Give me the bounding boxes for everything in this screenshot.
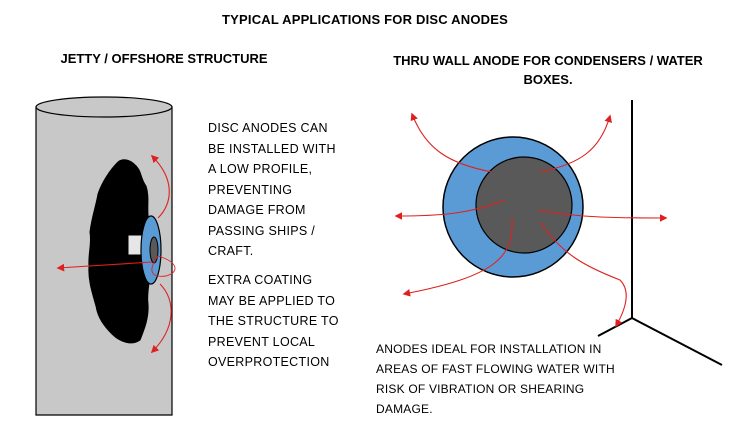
arrow-lower-right bbox=[539, 221, 627, 328]
anode-insert-stub bbox=[127, 234, 143, 256]
thru-wall-anode-front bbox=[442, 136, 584, 278]
note-line: PASSING SHIPS / bbox=[208, 223, 316, 238]
wall-corner-edge bbox=[597, 317, 633, 337]
note-line: OVERPROTECTION bbox=[208, 355, 330, 369]
note-line: A LOW PROFILE, bbox=[208, 162, 313, 176]
water-box-wall bbox=[597, 100, 723, 366]
low-profile-note: DISC ANODES CAN BE INSTALLED WITH A LOW … bbox=[208, 118, 336, 262]
extra-coating-patch bbox=[88, 159, 151, 344]
right-heading-line: THRU WALL ANODE FOR CONDENSERS / WATER bbox=[393, 53, 703, 68]
arrow-left-up bbox=[150, 154, 170, 219]
disc-anode-side bbox=[127, 215, 162, 285]
note-line: RISK OF VIBRATION OR SHEARING bbox=[376, 382, 585, 396]
note-line: DAMAGE FROM bbox=[208, 203, 306, 217]
arrow-upper-left bbox=[410, 112, 493, 173]
arrow-left-down bbox=[150, 283, 172, 354]
left-panel-heading: JETTY / OFFSHORE STRUCTURE bbox=[60, 51, 268, 66]
note-line: DISC ANODES CAN bbox=[208, 121, 328, 135]
arrow-upper-right bbox=[539, 114, 612, 173]
pile-top-ellipse bbox=[35, 96, 173, 118]
wall-floor-edge bbox=[631, 317, 723, 366]
arrow-left-loop bbox=[151, 255, 176, 277]
note-line: AREAS OF FAST FLOWING WATER WITH bbox=[376, 362, 615, 376]
note-line: MAY BE APPLIED TO bbox=[208, 293, 336, 308]
right-panel-heading: THRU WALL ANODE FOR CONDENSERS / WATER B… bbox=[368, 51, 728, 89]
right-heading-line: BOXES. bbox=[523, 72, 573, 87]
anode-core-side bbox=[149, 236, 159, 264]
arrow-left-horizontal bbox=[56, 261, 153, 272]
arrow-lower-left bbox=[402, 217, 513, 297]
note-line: EXTRA COATING bbox=[208, 273, 313, 287]
arrow-right bbox=[537, 209, 668, 222]
current-flow-arrows-left bbox=[56, 154, 176, 354]
fast-flow-note: ANODES IDEAL FOR INSTALLATION IN AREAS O… bbox=[376, 339, 615, 419]
note-line: BE INSTALLED WITH bbox=[208, 141, 336, 156]
current-flow-arrows-right bbox=[394, 112, 668, 328]
note-line: ANODES IDEAL FOR INSTALLATION IN bbox=[376, 342, 602, 356]
note-line: PREVENT LOCAL bbox=[208, 334, 316, 349]
note-line: DAMAGE. bbox=[376, 402, 433, 416]
arrow-left bbox=[394, 199, 506, 220]
note-line: PREVENTING bbox=[208, 182, 293, 197]
note-line: CRAFT. bbox=[208, 244, 254, 258]
extra-coating-note: EXTRA COATING MAY BE APPLIED TO THE STRU… bbox=[208, 270, 339, 373]
anode-core-front bbox=[475, 156, 573, 254]
note-line: THE STRUCTURE TO bbox=[208, 314, 339, 328]
main-title: TYPICAL APPLICATIONS FOR DISC ANODES bbox=[222, 12, 508, 27]
